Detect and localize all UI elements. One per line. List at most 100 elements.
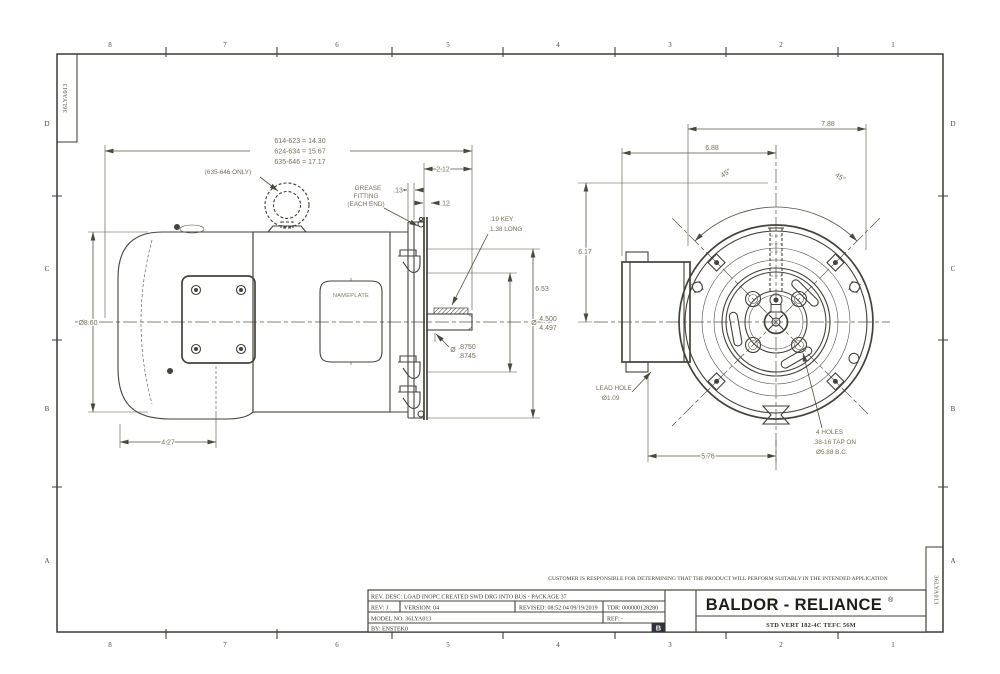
dim-6-17: 6.17: [578, 249, 592, 256]
title-block-frame: [367, 589, 927, 633]
dia-symbol: Ø: [450, 347, 456, 354]
nameplate-outline: [319, 280, 383, 363]
side-view-dimensions: 614-623 = 14.30 624-634 = 15.67 635-646 …: [77, 137, 558, 448]
rev-desc-field: REV. DESC: LOAD INOPC CREATED SWD DRG IN…: [371, 595, 567, 601]
cover-bolt: [174, 224, 180, 230]
sheet-size-box: [651, 622, 666, 633]
zone-number: 2: [779, 41, 783, 49]
zone-number: 8: [108, 641, 112, 649]
zone-letter: A: [44, 557, 49, 565]
fan-cover: [117, 231, 254, 420]
top-stud: [768, 227, 784, 307]
dia-8-60: Ø8.60: [78, 320, 97, 327]
ref-field: REF: -: [607, 617, 623, 623]
keyway: [770, 304, 782, 313]
length-dim-2: 624-634 = 15.67: [274, 149, 325, 156]
length-dim-1: 614-623 = 14.30: [274, 138, 325, 145]
zone-ticks: [52, 47, 948, 639]
brand-logo-text: BALDOR - RELIANCE: [706, 596, 882, 614]
shaft-key: [433, 307, 469, 315]
conduit-box-screws: [190, 284, 247, 355]
bottom-clamp: [761, 405, 791, 425]
registered-mark: ®: [888, 596, 894, 604]
zone-letter: A: [950, 557, 955, 565]
motor-frame: [252, 231, 391, 413]
zone-number: 1: [891, 641, 895, 649]
shaft-end-front: [763, 304, 789, 335]
zone-number: 4: [556, 41, 560, 49]
dia-8750-upper: .8750: [458, 344, 476, 351]
lead-hole-note-1: LEAD HOLE: [596, 385, 632, 392]
nameplate-label: NAMEPLATE: [333, 293, 369, 299]
zone-number: 6: [335, 41, 339, 49]
dia-4500-upper: 4.500: [539, 316, 557, 323]
grease-note-2: FITTING: [354, 193, 379, 200]
cover-band: [684, 230, 868, 414]
conduit-box-front: [621, 251, 691, 373]
dim-7-88: 7.88: [821, 121, 835, 128]
zone-letter: C: [951, 265, 956, 273]
dim-5-76: 5.76: [701, 454, 715, 461]
dia-8750-lower: .8745: [458, 353, 476, 360]
rev-field: REV: J: [371, 606, 389, 612]
fan-cover-rim: [678, 224, 874, 420]
zone-number: 4: [556, 641, 560, 649]
zone-number: 8: [108, 41, 112, 49]
grease-note-3: (EACH END): [347, 201, 384, 208]
tapped-holes: [744, 290, 808, 354]
drawing-number-vertical: 36LYA013: [62, 83, 69, 112]
sheet-border: 8 7 6 5 4 3 2 1 8 7 6 5 4 3 2 1 D C B A …: [44, 41, 955, 649]
zone-number: 2: [779, 641, 783, 649]
bearing-boss-outer: [744, 290, 808, 354]
revised-field: REVISED: 08:52:04 09/19/2019: [519, 606, 598, 612]
dim-4-27: 4.27: [161, 440, 175, 447]
zone-number: 6: [335, 641, 339, 649]
bearing-boss-inner: [748, 294, 804, 350]
eyebolt-note: (635-646 ONLY): [205, 169, 251, 176]
zone-letter: B: [45, 405, 50, 413]
zone-letter: B: [951, 405, 956, 413]
cover-bolt: [167, 368, 173, 374]
dim-12: .12: [440, 201, 450, 208]
lead-hole-note-2: Ø1.09: [602, 395, 620, 402]
zone-letter: D: [44, 120, 49, 128]
shroud-seam: [701, 247, 851, 397]
shaft: [426, 307, 473, 331]
holes-note-3: Ø5.88 B.C.: [816, 449, 848, 456]
tdr-field: TDR: 000000128280: [607, 606, 658, 612]
dim-6-53: 6.53: [535, 286, 549, 293]
key-note-2: 1.38 LONG: [490, 226, 522, 233]
holes-note-1: 4 HOLES: [816, 429, 843, 436]
drawing-number-vertical: 36LYA013: [933, 575, 940, 604]
title-block: CUSTOMER IS RESPONSIBLE FOR DETERMINING …: [367, 576, 927, 633]
version-field: VERSION: 04: [404, 606, 439, 612]
drawing-subtitle: STD VERT 182-4C TEFC 56M: [766, 622, 856, 629]
dim-6-88: 6.88: [705, 145, 719, 152]
dim-13: .13: [393, 188, 403, 195]
key-note-1: .19 KEY: [490, 216, 514, 223]
cover-bolt-boss: [179, 224, 205, 234]
zone-number: 5: [446, 641, 450, 649]
border-frame: [56, 53, 944, 633]
zone-letter: D: [950, 120, 955, 128]
dia-4500-lower: 4.497: [539, 325, 557, 332]
holes-note-2: .38-16 TAP ON: [813, 439, 856, 446]
zone-number: 7: [223, 41, 227, 49]
zone-number: 3: [668, 641, 672, 649]
eye-bolt: [264, 182, 310, 233]
zone-number: 5: [446, 41, 450, 49]
sheet-size-letter: B: [656, 624, 662, 633]
zone-letter: C: [45, 265, 50, 273]
dim-2-12: 2.12: [436, 167, 450, 174]
motor-side-view: NAMEPLATE: [75, 182, 552, 420]
dia-symbol: Ø: [531, 320, 537, 327]
c-face-rabbet-inner: [725, 271, 827, 373]
fan-cover-seam: [140, 239, 153, 405]
zone-number: 7: [223, 641, 227, 649]
conduit-box: [181, 275, 256, 364]
c-face-flange: [390, 216, 428, 420]
motor-front-view: [594, 145, 890, 470]
angle-45-left: 45°: [719, 167, 732, 180]
